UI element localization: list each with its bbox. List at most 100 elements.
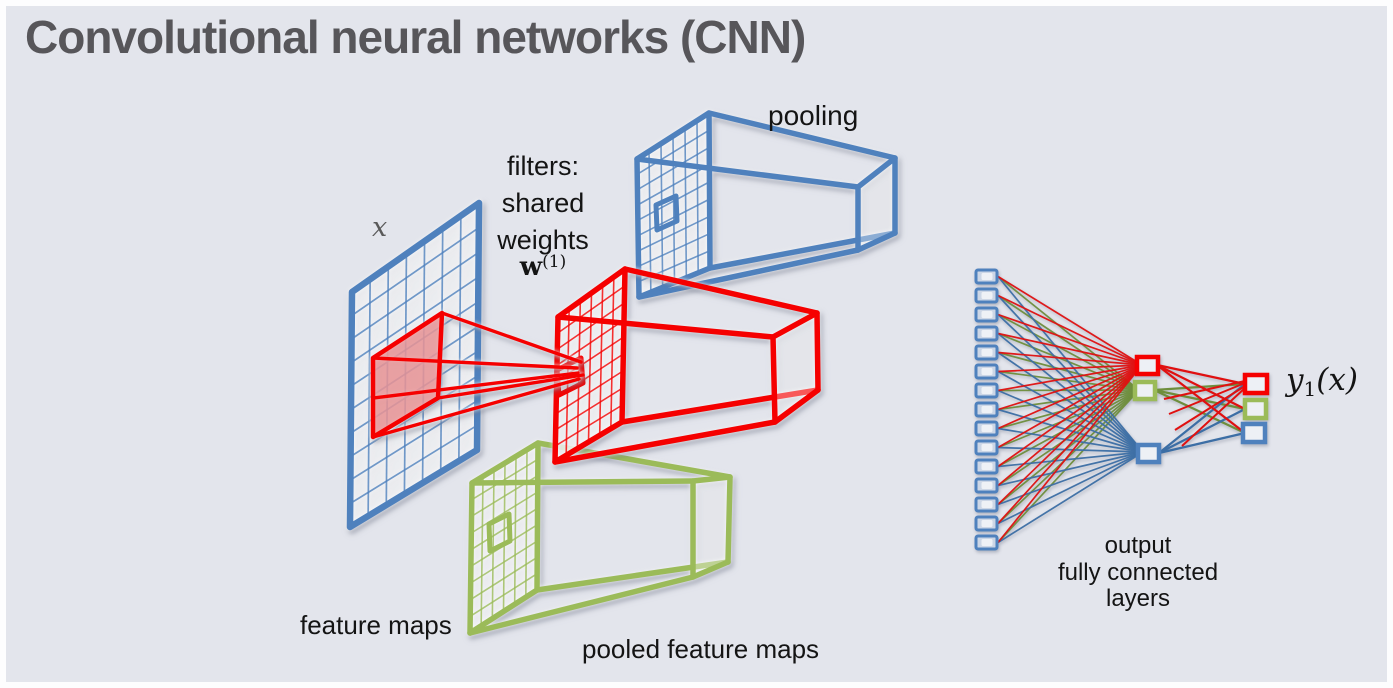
receptive-field-patch: [370, 310, 585, 440]
grid-line: [470, 540, 538, 584]
hidden-output-line-red: [1168, 382, 1246, 415]
input-node-inner: [981, 425, 993, 432]
input-node-inner: [981, 482, 993, 489]
y-argument: (x): [1316, 362, 1358, 398]
fan-line-blue: [997, 389, 1144, 453]
fan-line-blue: [997, 351, 1144, 453]
fan-line-green: [997, 275, 1140, 391]
input-node-inner: [981, 273, 993, 280]
fan-line-blue: [997, 451, 1144, 487]
grid-line: [469, 572, 538, 618]
fan-line-red: [997, 364, 1143, 506]
frustum-edge: [467, 574, 696, 636]
y-subscript: 1: [1303, 377, 1317, 401]
input-node-inner: [981, 387, 993, 394]
hidden-output-line-red: [1156, 363, 1246, 386]
frustum-edge: [634, 156, 861, 190]
grid-line: [471, 458, 539, 501]
fan-line-red: [997, 364, 1143, 544]
grid-line: [556, 302, 625, 350]
frustum-edge: [636, 247, 861, 300]
grid-line: [350, 276, 479, 364]
hidden-output-line-red: [1156, 364, 1246, 434]
hidden-output-line-red: [1163, 380, 1246, 400]
fan-line-green: [997, 389, 1140, 544]
hidden-node-blue: [1135, 442, 1162, 465]
convolution-line: [371, 377, 581, 439]
grid-line: [480, 476, 484, 626]
fan-line-red: [997, 364, 1143, 411]
fan-line-red: [997, 364, 1143, 468]
fan-line-red: [997, 364, 1143, 449]
input-x-label: x: [372, 212, 388, 243]
hidden-output-line-red: [1181, 387, 1246, 447]
grid-line: [637, 146, 710, 191]
input-node-inner: [981, 368, 993, 375]
pooling-structure: [634, 110, 898, 300]
hidden-node-green: [1132, 379, 1158, 402]
filters-label: filters: shared weights: [476, 148, 610, 259]
fan-line-red: [997, 275, 1143, 366]
output-fully-connected-label: output fully connected layers: [1038, 532, 1238, 613]
convolution-line: [371, 356, 579, 370]
weight-superscript: (1): [542, 252, 567, 272]
fan-line-green: [997, 389, 1140, 468]
filters-label-line3: weights: [497, 225, 589, 255]
fan-line-red: [997, 351, 1143, 366]
hidden-output-line-blue: [1158, 431, 1246, 455]
frustum-edge: [534, 559, 731, 593]
grid-line: [598, 284, 604, 436]
frustum-edge: [706, 110, 898, 161]
output-y1x-label: y1(x): [1286, 362, 1358, 401]
fan-line-red: [997, 364, 1143, 487]
fan-line-blue: [997, 294, 1144, 453]
convolution-line: [440, 311, 583, 364]
convolution-line: [436, 373, 585, 400]
fan-line-red: [997, 364, 1143, 392]
pooling-label: pooling: [768, 100, 859, 131]
fan-line-blue: [997, 313, 1144, 453]
y-symbol: y: [1286, 362, 1304, 398]
fan-line-green: [997, 389, 1140, 506]
grid-line: [349, 424, 478, 505]
fan-line-green: [997, 389, 1140, 487]
fan-line-green: [997, 294, 1140, 391]
pooling-window: [486, 511, 513, 554]
grid-line: [660, 143, 664, 288]
grid-line: [684, 128, 688, 278]
fan-line-blue: [997, 275, 1144, 453]
fan-line-blue: [997, 446, 1144, 453]
output-label-line1: output: [1104, 532, 1172, 559]
frustum-face: [690, 474, 733, 580]
input-node-inner: [981, 406, 993, 413]
slide-title: Convolutional neural networks (CNN): [25, 11, 806, 63]
grid-line: [557, 285, 626, 334]
feature-maps-label: feature maps: [300, 610, 452, 640]
grid-line: [470, 507, 538, 551]
frustum-face: [855, 155, 898, 253]
grid-line: [502, 462, 506, 612]
hidden-output-line-red: [1174, 385, 1246, 431]
fan-line-blue: [997, 427, 1144, 453]
grid-line: [637, 181, 710, 222]
feature-map-structure: [552, 266, 821, 465]
plane-border: [346, 199, 483, 531]
output-label-line3: layers: [1105, 585, 1171, 612]
filters-label-line1: filters:: [506, 151, 579, 181]
grid-line: [648, 151, 652, 293]
grid-line: [610, 276, 615, 429]
frustum-face: [770, 310, 821, 425]
fan-line-blue: [997, 332, 1144, 453]
filters-label-line2: shared: [501, 188, 585, 218]
grid-line: [637, 215, 711, 252]
fan-line-blue: [997, 370, 1144, 453]
frustum-edge: [619, 387, 821, 425]
output-node-red: [1242, 372, 1270, 396]
grid-line: [525, 449, 528, 598]
grid-line: [555, 387, 624, 431]
grid-line: [470, 491, 539, 534]
fan-line-red: [997, 364, 1143, 430]
fan-line-red: [997, 364, 1143, 525]
